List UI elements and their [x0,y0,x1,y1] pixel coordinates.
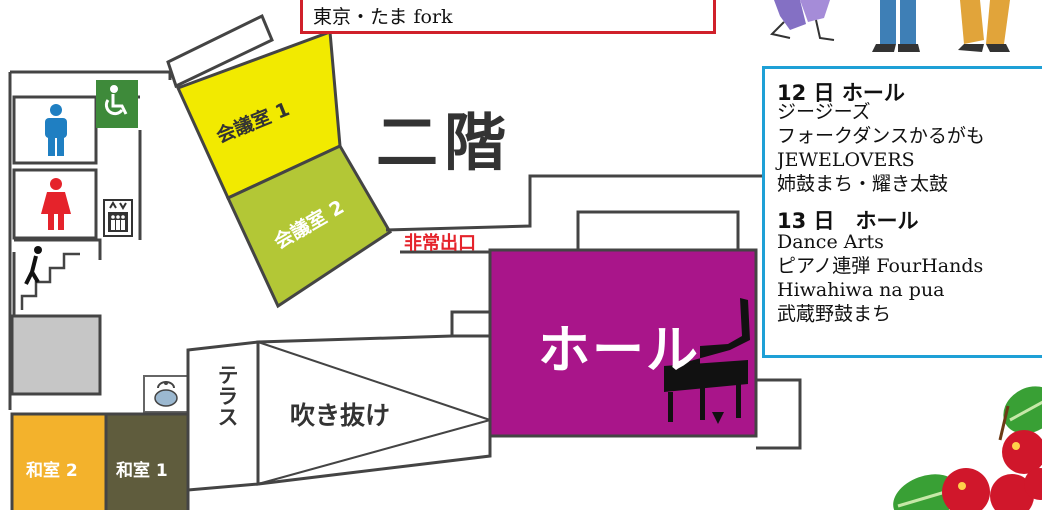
terrace-label: テラス [215,364,239,427]
top-note: 東京・たま fork [300,0,716,34]
floor-title: 二階 [376,106,513,179]
male-restroom-icon [45,104,67,156]
schedule-day12-performer: JEWELOVERS [777,149,915,171]
hall [488,248,758,438]
top-note-text: 東京・たま fork [313,6,453,28]
schedule-day12-heading: 12 日 ホール [777,81,905,105]
meeting-room-2 [226,144,393,309]
japanese-room-2 [10,412,108,510]
piano-icon [664,298,750,424]
stairs-person-icon [20,246,80,310]
schedule-day12-performer: ジージーズ [777,101,871,123]
performers-illustration [770,0,1010,52]
japanese-room-2-label: 和室 2 [26,461,78,481]
schedule-panel: 12 日 ホール ジージーズ フォークダンスかるがも JEWELOVERS 姉鼓… [762,66,1042,358]
storage-area [10,314,102,396]
schedule-day13-performer: Dance Arts [777,231,884,253]
schedule-day12-performer: 姉鼓まち・耀き太鼓 [777,173,949,195]
kettle-icon [154,381,178,407]
emergency-exit-label: 非常出口 [404,233,476,254]
elevator-icon [103,199,133,237]
hall-label: ホール [538,321,701,381]
schedule-day13-performer: ピアノ連弾 FourHands [777,255,984,277]
schedule-day12-performer: フォークダンスかるがも [777,125,985,147]
schedule-day13-performer: 武蔵野鼓まち [777,303,892,325]
berries-illustration [893,386,1042,510]
japanese-room-1-label: 和室 1 [116,461,168,481]
wheelchair-icon [104,85,128,116]
schedule-day13-performer: Hiwahiwa na pua [777,279,945,301]
stage-back [576,210,740,252]
atrium-label: 吹き抜け [290,401,391,430]
female-restroom-icon [41,178,71,230]
schedule-day13-heading: 13 日 ホール [777,209,919,233]
